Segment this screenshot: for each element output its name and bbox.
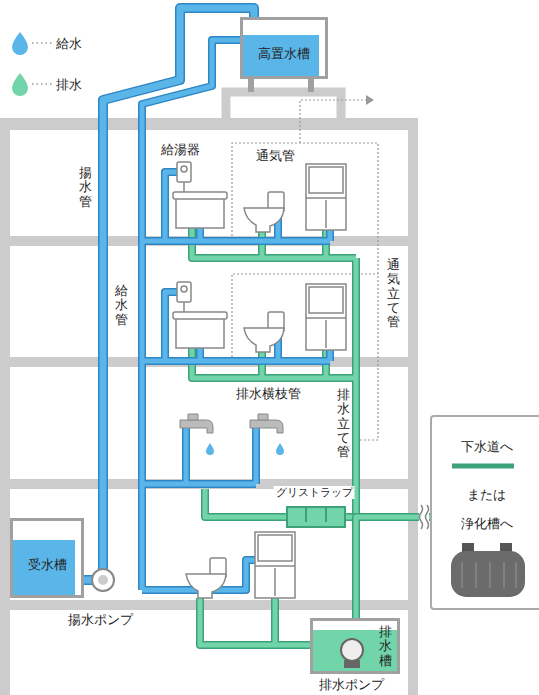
drain-tank: 排水槽 [310,618,400,674]
legend-drop [8,30,32,58]
node-label: 下水道へ [432,439,539,455]
circle-shape [341,639,363,661]
sewer-line [452,464,514,469]
discharge-panel: 下水道へまたは浄化槽へ [430,415,539,610]
node-label: 浄化槽へ [432,516,539,532]
part-label: 排水ポンプ [318,677,385,693]
rooftop-structure [226,92,341,118]
pipe-fill [84,8,254,580]
node-label: グリストラップ [274,486,355,499]
rect-shape [248,79,254,92]
circle-shape [92,569,114,591]
receiving-tank: 受水槽 [10,518,84,598]
path-shape [180,420,213,433]
pipe-outline [84,8,254,580]
grease-trap [286,506,346,528]
part-label: 給水管 [114,284,129,327]
path-shape [420,505,429,529]
drop-shape [12,73,28,96]
tank-legs [248,79,314,92]
elevated-tank: 高置水槽 [240,17,328,79]
fixtures [173,162,346,598]
path-shape [300,100,366,143]
pipe-break [419,505,429,529]
g-shape [180,414,283,433]
use-shape [186,558,226,598]
use-shape [255,532,295,598]
path-shape [32,42,52,44]
septic-tank [451,543,525,597]
drain-pipe [356,517,430,618]
part-label: 揚水ポンプ [67,612,134,628]
rect-shape [344,660,360,668]
grease-trap: グリストラップ [286,506,346,528]
vent-arrow [366,95,374,105]
legend-item: 排水 [8,71,98,99]
part-label: 通気管 [255,148,296,164]
part-label: 排水立て管 [336,388,351,459]
rect-shape [286,506,346,528]
rect-shape [0,118,418,130]
legend-leaders [32,43,52,84]
part-label: 通気立て管 [386,258,401,329]
pipes [142,40,356,645]
pipe-outline [356,517,430,618]
path-shape [258,414,268,420]
rect-shape [419,506,429,528]
path-shape [206,443,214,455]
node-label: 受水槽 [13,557,81,573]
use-shape [173,162,346,232]
rect-shape [308,79,314,92]
legend-text: 排水 [56,76,82,94]
faucets [180,414,284,455]
legend-item: 給水 [8,30,98,58]
path-shape [250,420,283,433]
node-label: 排水槽 [379,625,392,668]
pipe-fill [356,517,430,618]
node-label: または [432,487,539,503]
path-shape [276,443,284,455]
circle-shape [98,575,108,585]
path-shape [32,83,52,85]
part-label: 給湯器 [160,142,201,158]
rect-shape [451,551,525,597]
use-shape [173,282,346,352]
path-shape [462,562,516,588]
drop-shape [12,32,28,55]
legend-drop [8,71,32,99]
node-label: 高置水槽 [243,46,325,62]
part-label: 排水横枝管 [235,386,302,402]
part-label: 揚水管 [78,166,93,209]
legend-text: 給水 [56,35,82,53]
path-shape [188,414,198,420]
drain-pump [341,639,363,668]
path-shape [306,506,326,522]
lift-pipe [84,8,254,580]
lift-pump [92,569,114,591]
